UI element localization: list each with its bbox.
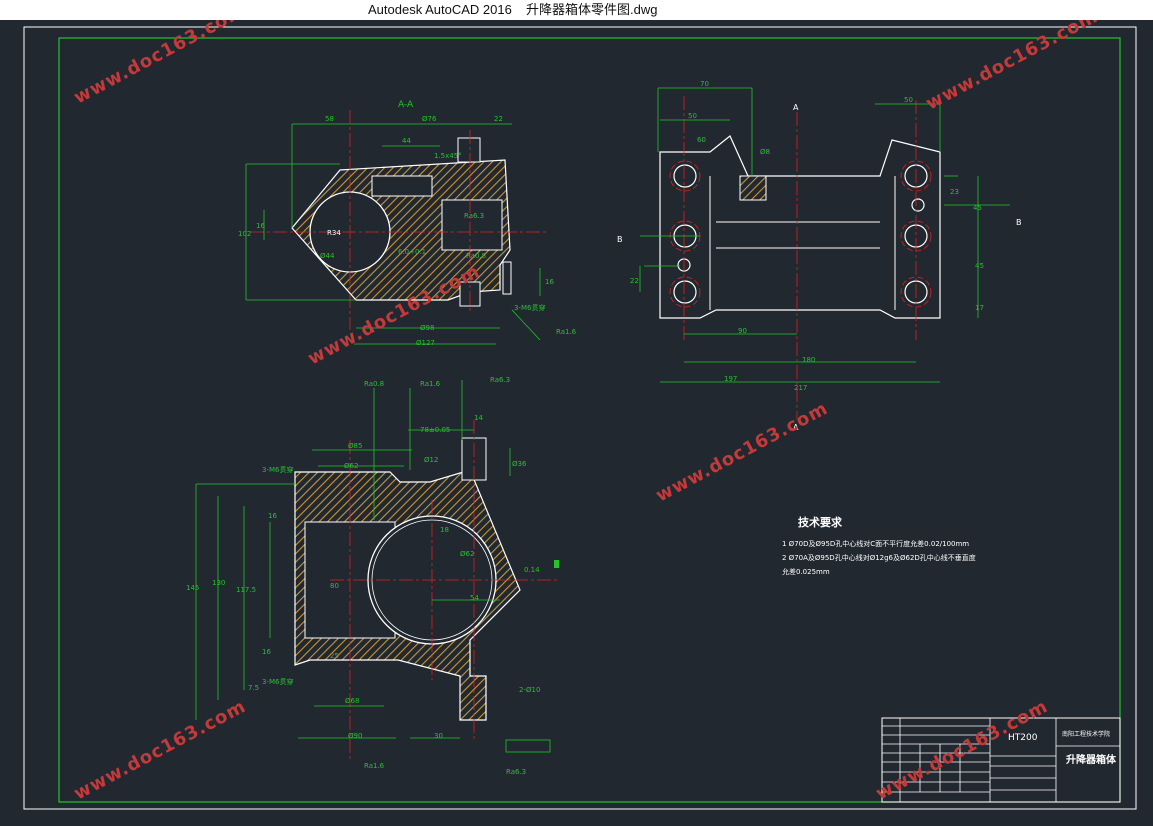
inner-frame	[58, 37, 1121, 803]
rv-dim-7: 45	[975, 262, 984, 270]
sv-dim-5: 102	[238, 230, 251, 238]
section-a-top: A	[793, 103, 799, 112]
section-b-right: B	[1016, 218, 1022, 227]
rv-dim-1: 50	[688, 112, 697, 120]
watermark-6: www.doc163.com	[922, 20, 1101, 114]
sv-dim-15: Ø127	[416, 339, 435, 347]
tech-req-line-1: 1 Ø70D及Ø95D孔中心线对C面不平行度允差0.02/100mm	[782, 539, 969, 548]
watermark-5: www.doc163.com	[872, 696, 1051, 805]
bv-dim-23: 2-Ø10	[519, 686, 540, 694]
sv-dim-14: Ø98	[420, 324, 434, 332]
bv-dim-12: 16	[262, 648, 271, 656]
bv-ra-2: Ra6.3	[490, 376, 510, 384]
bv-dim-2: Ø36	[512, 460, 527, 468]
bv-dim-5: Ø12	[424, 456, 438, 464]
sv-dim-0: 58	[325, 115, 334, 123]
section-b-left: B	[617, 235, 623, 244]
rv-dim-6: 45	[973, 204, 982, 212]
bv-dim-8: 145	[186, 584, 199, 592]
sv-dim-2: 22	[494, 115, 503, 123]
title-block: HT200 南阳工程技术学院 升降器箱体	[881, 717, 1121, 803]
tech-req-line-3: 允差0.025mm	[782, 567, 830, 576]
sv-dim-4: 1.5x45°	[434, 152, 462, 160]
rv-dim-0: 70	[700, 80, 709, 88]
sv-dim-1: Ø76	[422, 115, 437, 123]
sv-dim-6: 16	[256, 222, 265, 230]
rv-dim-10: 90	[738, 327, 747, 335]
tech-req-line-2: 2 Ø70A及Ø95D孔中心线对Ø12g6及Ø62D孔中心线不垂直度	[782, 553, 976, 562]
bv-dim-6: 3-M6贯穿	[262, 465, 293, 474]
watermarks: www.doc163.com www.doc163.com www.doc163…	[70, 0, 1101, 805]
app-title: Autodesk AutoCAD 2016	[368, 2, 512, 17]
watermark-4: www.doc163.com	[70, 696, 249, 805]
rv-dim-13: 217	[794, 384, 807, 392]
watermark-1: www.doc163.com	[70, 20, 249, 108]
sv-dim-11: Ra0.8	[466, 252, 486, 260]
outer-border	[23, 26, 1137, 810]
sv-dim-9: Ra6.3	[464, 212, 484, 220]
bv-dim-10: 117.5	[236, 586, 256, 594]
sv-dim-13: 3-M6贯穿	[514, 303, 545, 312]
bv-ra-1: Ra1.6	[420, 380, 441, 388]
rv-dim-9: 22	[630, 277, 639, 285]
material-label: HT200	[1008, 733, 1038, 743]
rv-dim-3: 60	[697, 136, 706, 144]
bv-ra-3: Ra1.6	[364, 762, 385, 770]
sv-dim-12: 16	[545, 278, 554, 286]
section-a-bottom: A	[793, 423, 799, 432]
bv-dim-21: 0.14	[524, 566, 540, 574]
bv-dim-11: 80	[330, 582, 339, 590]
title-bar: Autodesk AutoCAD 2016 升降器箱体零件图.dwg	[0, 0, 1153, 20]
bv-ra-0: Ra0.8	[364, 380, 384, 388]
rv-dim-12: 197	[724, 375, 737, 383]
bv-ra-4: Ra6.3	[506, 768, 526, 776]
section-view-aa: A-A 58 Ø76 22 44 1.5	[238, 100, 577, 347]
sv-dim-3: 44	[402, 137, 411, 145]
right-view: 70 50 50 60 Ø8 23 45 45 17 22 90 180 197…	[617, 80, 1022, 432]
bv-dim-3: Ø85	[348, 442, 362, 450]
bv-dim-7: 16	[268, 512, 277, 520]
bv-dim-15: 3-M6贯穿	[262, 677, 293, 686]
part-name-label: 升降器箱体	[1066, 753, 1117, 766]
rv-dim-5: 23	[950, 188, 959, 196]
rv-dim-8: 17	[975, 304, 984, 312]
sv-dim-16: Ra1.6	[556, 328, 577, 336]
section-title: A-A	[398, 100, 414, 110]
sv-dim-10: 6.0+0.1	[398, 248, 426, 256]
bottom-view: Ra0.8 Ra1.6 Ra6.3 Ra1.6 Ra6.3 78±0.05 14…	[186, 376, 560, 776]
rv-dim-4: Ø8	[760, 148, 770, 156]
bv-dim-0: 78±0.05	[420, 426, 450, 434]
bv-dim-18: 18	[440, 526, 449, 534]
school-label: 南阳工程技术学院	[1062, 730, 1110, 738]
bv-dim-1: 14	[474, 414, 483, 422]
bv-dim-22: 30	[434, 732, 443, 740]
file-name: 升降器箱体零件图.dwg	[526, 2, 658, 17]
bv-dim-14: 7.5	[248, 684, 259, 692]
sv-dim-7: R34	[327, 229, 341, 237]
bv-dim-13: 25	[330, 652, 339, 660]
bv-dim-19: Ø62	[460, 550, 474, 558]
tech-req-title: 技术要求	[798, 515, 843, 529]
bv-dim-16: Ø68	[345, 697, 359, 705]
rv-dim-11: 180	[802, 356, 815, 364]
watermark-3: www.doc163.com	[652, 398, 831, 507]
bv-dim-4: Ø62	[344, 462, 358, 470]
bv-dim-9: 130	[212, 579, 225, 587]
sv-dim-8: Ø44	[320, 252, 335, 260]
bv-dim-20: 54	[470, 594, 479, 602]
tech-requirements: 技术要求 1 Ø70D及Ø95D孔中心线对C面不平行度允差0.02/100mm …	[782, 515, 976, 576]
rv-dim-2: 50	[904, 96, 913, 104]
bv-dim-17: Ø90	[348, 732, 362, 740]
